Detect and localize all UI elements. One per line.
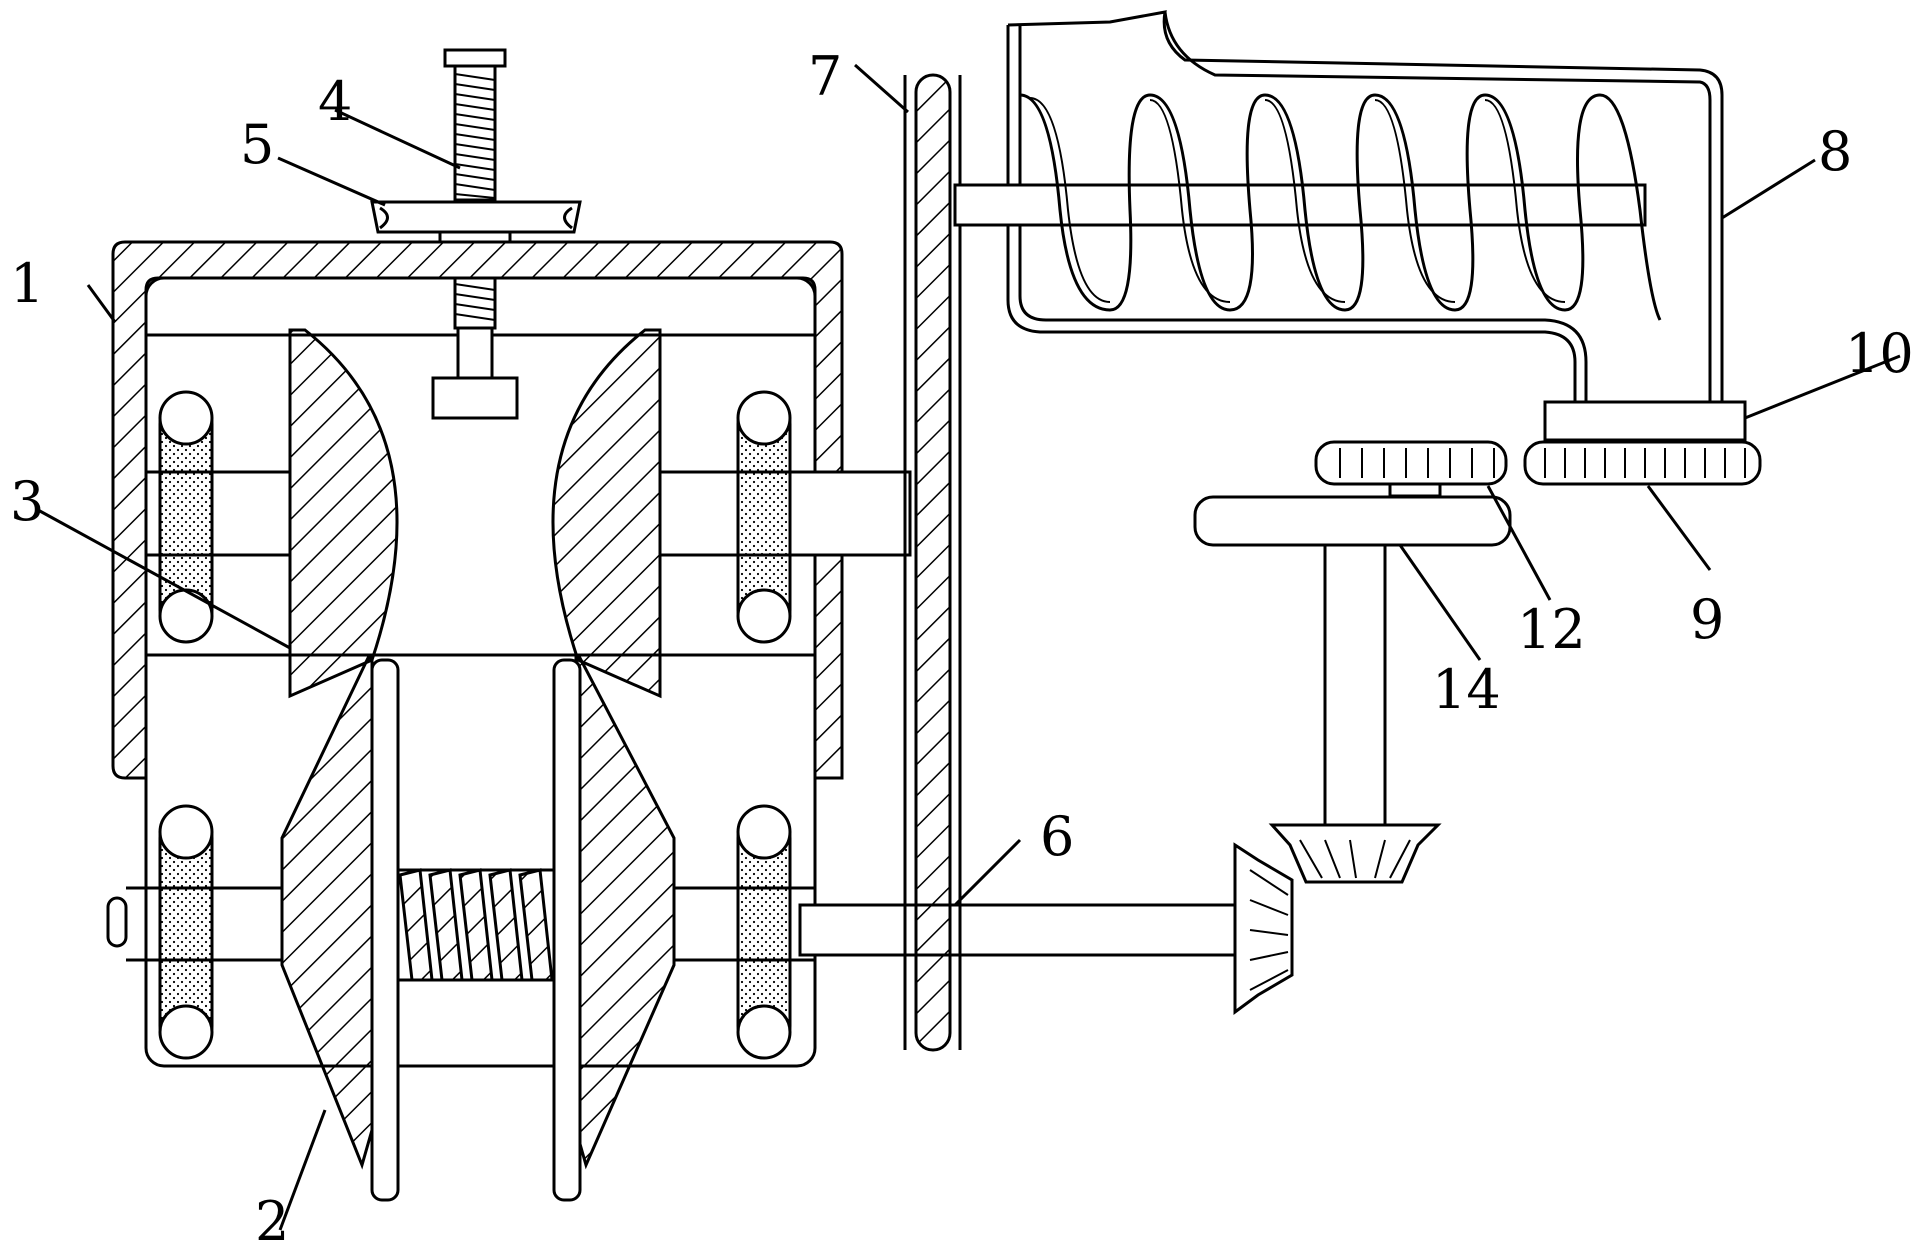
- adjusting-screw: [431, 48, 519, 420]
- leader-lines: [37, 63, 1901, 1231]
- label-9: 9: [1690, 588, 1724, 651]
- label-6: 6: [1040, 805, 1074, 868]
- upper-left-bearing: [158, 390, 214, 644]
- lower-shaft: [106, 886, 1237, 962]
- bevel-gear-side: [1233, 842, 1294, 1015]
- label-5: 5: [240, 113, 274, 176]
- gear-12: [1314, 440, 1508, 498]
- conveyor-housing: [1006, 10, 1724, 410]
- label-10: 10: [1845, 322, 1914, 385]
- label-14: 14: [1432, 658, 1501, 721]
- gear-10-plate: [1543, 400, 1747, 442]
- upper-right-bearing: [736, 390, 792, 644]
- belt: [903, 73, 962, 1052]
- lower-cone-pulley: [280, 656, 676, 1202]
- gear-9: [1523, 440, 1762, 486]
- label-7: 7: [808, 45, 842, 108]
- worm-gear: [396, 868, 556, 982]
- handwheel: [370, 200, 582, 244]
- callout-labels: 1 2 3 4 5 6 7 8 9 10 12 14: [10, 45, 1914, 1253]
- auger-screw: [953, 93, 1662, 321]
- label-1: 1: [10, 252, 44, 315]
- upper-output-shaft: [788, 470, 912, 557]
- label-8: 8: [1818, 120, 1852, 183]
- label-2: 2: [255, 1190, 289, 1253]
- lower-right-bearing: [736, 804, 792, 1060]
- label-4: 4: [318, 70, 352, 133]
- turntable: [1193, 495, 1512, 827]
- housing: [111, 240, 844, 780]
- bevel-gear-top: [1268, 823, 1442, 884]
- label-12: 12: [1517, 598, 1586, 661]
- lower-left-bearing: [158, 804, 214, 1060]
- upper-cone-pulley: [288, 328, 662, 699]
- label-3: 3: [10, 470, 44, 533]
